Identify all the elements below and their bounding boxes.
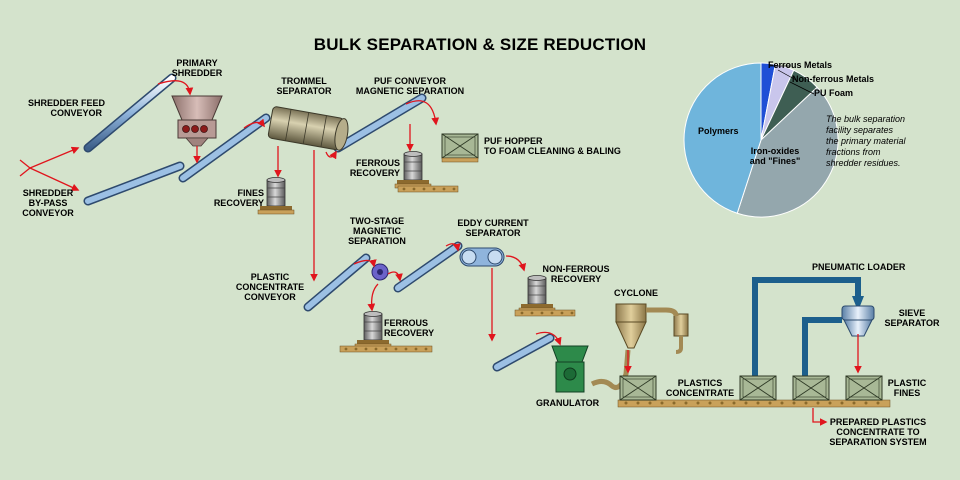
primary-shredder-machine <box>171 95 223 147</box>
pie-label-polymers: Polymers <box>698 126 739 136</box>
roller-dots <box>344 187 574 351</box>
pneumatic-loader-icon <box>852 296 864 306</box>
trommel-drum <box>267 106 349 151</box>
magnetic-drum <box>371 263 389 281</box>
pneumatic-ducts <box>752 277 861 376</box>
pie-label-nonferrous-metals: Non-ferrous Metals <box>792 74 875 84</box>
fines-drum <box>257 177 295 215</box>
flow-arrow-lines-extra <box>19 159 31 177</box>
pie-chart <box>683 62 839 218</box>
plastic-fines-bin <box>845 375 883 401</box>
conveyor-bin-1 <box>739 375 777 401</box>
label-pneumatic-loader: PNEUMATIC LOADER <box>812 262 906 272</box>
sieve-separator-machine <box>841 305 875 337</box>
puf-hopper-bin <box>441 133 479 163</box>
pie-slice-iron-oxides <box>736 86 839 218</box>
diagram-title: BULK SEPARATION & SIZE REDUCTION <box>313 35 647 54</box>
flow-arrows <box>29 80 862 426</box>
eddy-current-machine <box>459 247 505 267</box>
roller-dots-bottom <box>624 401 880 405</box>
ferrous-drum-top <box>394 151 432 189</box>
conveyor-belts <box>83 73 555 372</box>
granulator-machine <box>551 345 589 393</box>
plastics-concentrate-bin <box>619 375 657 401</box>
label-cyclone: CYCLONE <box>614 288 659 298</box>
conveyor-bin-2 <box>792 375 830 401</box>
pie-label-pu-foam: PU Foam <box>814 88 854 98</box>
pie-slice-polymers <box>683 62 762 214</box>
pie-leader-line <box>777 69 797 81</box>
pie-label-ferrous-metals: Ferrous Metals <box>768 60 833 70</box>
cyclone-machine <box>590 303 689 390</box>
pie-leader-line <box>789 81 815 95</box>
label-granulator: GRANULATOR <box>536 398 600 408</box>
